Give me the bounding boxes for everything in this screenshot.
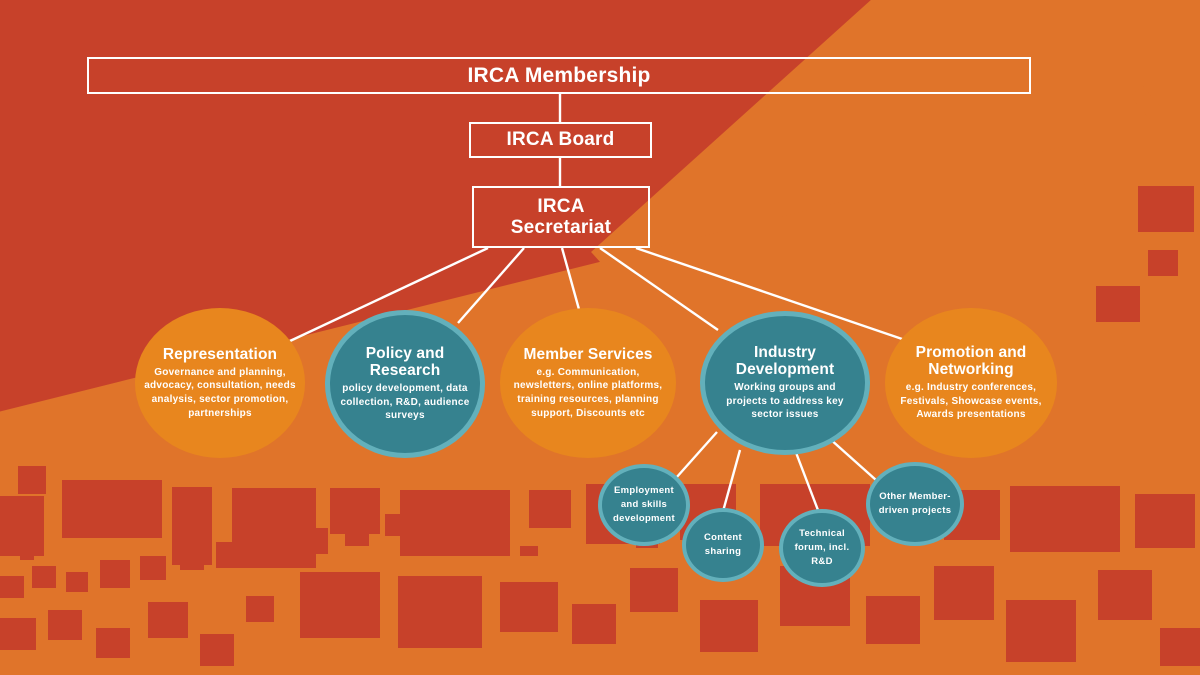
function-circle-industry-development[interactable]: Industry Development Working groups and … — [700, 311, 870, 455]
node-irca-secretariat[interactable]: IRCA Secretariat — [472, 186, 650, 248]
function-description: Governance and planning, advocacy, consu… — [144, 366, 296, 419]
sub-circle-label: Technical forum, incl. R&D — [794, 528, 850, 567]
function-description: Working groups and projects to address k… — [726, 382, 844, 421]
node-label: IRCA Membership — [467, 63, 651, 87]
function-title: Representation — [162, 345, 278, 363]
node-irca-board[interactable]: IRCA Board — [469, 122, 652, 158]
function-description: policy development, data collection, R&D… — [340, 383, 470, 422]
connector-secretariat-representation — [289, 246, 489, 343]
sub-circle-other-member-driven-projects[interactable]: Other Member-driven projects — [866, 462, 964, 546]
function-title: Policy and Research — [365, 345, 445, 380]
sub-circle-technical-forum[interactable]: Technical forum, incl. R&D — [779, 509, 865, 587]
function-circle-promotion-and-networking[interactable]: Promotion and Networking e.g. Industry c… — [885, 308, 1057, 458]
node-irca-membership[interactable]: IRCA Membership — [87, 57, 1031, 94]
connector-industry-technical — [793, 449, 823, 519]
connector-secretariat-policy — [457, 247, 525, 324]
function-description: e.g. Industry conferences, Festivals, Sh… — [900, 382, 1042, 421]
function-title: Promotion and Networking — [915, 344, 1027, 379]
connector-secretariat-promotion — [635, 246, 906, 342]
connector-industry-content — [720, 449, 742, 516]
node-label-line2: Secretariat — [510, 217, 612, 238]
sub-circle-label: Employment and skills development — [613, 485, 675, 524]
sub-circle-content-sharing[interactable]: Content sharing — [682, 508, 764, 582]
function-circle-representation[interactable]: Representation Governance and planning, … — [135, 308, 305, 458]
function-title: Member Services — [523, 345, 653, 363]
connector-secretariat-industry — [599, 247, 719, 331]
function-circle-policy-and-research[interactable]: Policy and Research policy development, … — [325, 310, 485, 458]
sub-circle-employment-and-skills-development[interactable]: Employment and skills development — [598, 464, 690, 546]
sub-circle-label: Content sharing — [704, 532, 742, 557]
sub-circle-label: Other Member-driven projects — [878, 491, 952, 516]
node-label: IRCA Board — [506, 129, 615, 151]
function-circle-member-services[interactable]: Member Services e.g. Communication, news… — [500, 308, 676, 458]
function-title: Industry Development — [735, 344, 835, 379]
function-description: e.g. Communication, newsletters, online … — [513, 366, 663, 419]
node-label-line1: IRCA — [537, 195, 585, 217]
connector-industry-employment — [675, 431, 718, 479]
connector-secretariat-member-services — [560, 247, 582, 314]
